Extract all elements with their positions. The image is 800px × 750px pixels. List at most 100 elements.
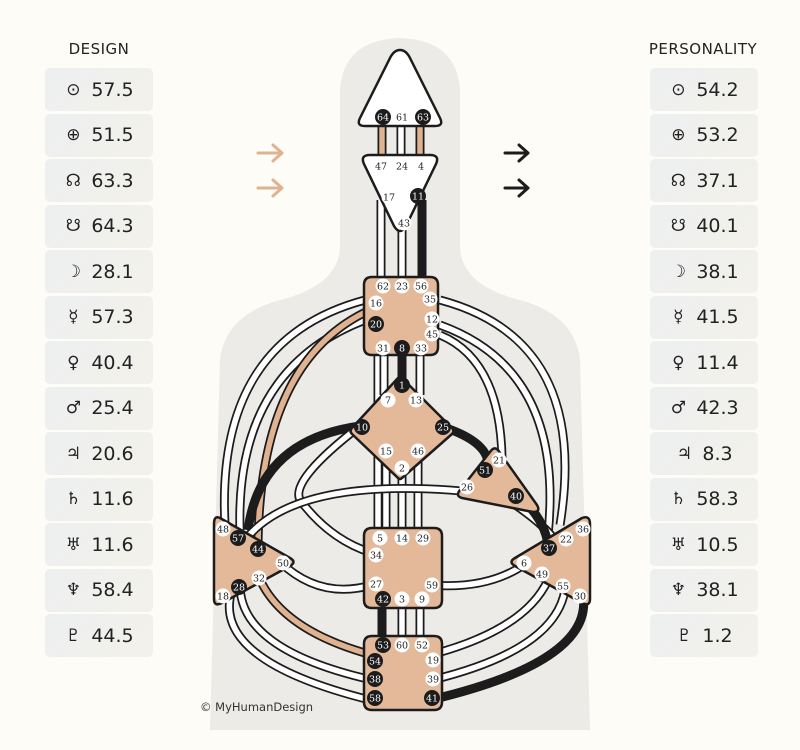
gate-label: 17 (383, 193, 395, 204)
gate-label: 43 (398, 219, 410, 230)
gate-label: 5 (377, 534, 383, 545)
gate-51: 51 (477, 462, 493, 478)
uranus-icon: ♅ (65, 534, 81, 555)
saturn-icon: ♄ (670, 489, 686, 509)
gate-label: 24 (396, 162, 408, 173)
channel-49-19 (428, 578, 553, 660)
earth-icon: ⊕ (671, 125, 686, 145)
gate-label: 30 (574, 592, 586, 603)
channel-45-21 (438, 330, 507, 459)
design-column: ⊙57.5⊕51.5☊63.3☋64.3☽28.1☿57.3♀40.4♂25.4… (45, 68, 153, 660)
personality-column: ⊙54.2⊕53.2☊37.1☋40.1☽38.1☿41.5♀11.4♂42.3… (650, 68, 758, 660)
gate-59: 59 (424, 577, 440, 593)
channel-44-26 (253, 305, 372, 546)
venus-icon: ♀ (672, 352, 685, 373)
gate-56: 56 (413, 278, 429, 294)
gate-53: 53 (375, 637, 391, 653)
gate-label: 7 (385, 396, 391, 407)
gate-line-value: 63.3 (91, 169, 134, 192)
gate-60: 60 (394, 637, 410, 653)
gate-50: 50 (275, 555, 291, 571)
gate-40: 40 (508, 488, 524, 504)
gate-line-value: 25.4 (91, 397, 134, 419)
design-south-node-card: ☋64.3 (45, 204, 153, 248)
gate-24: 24 (394, 158, 410, 174)
gate-label: 48 (217, 525, 229, 536)
gate-27: 27 (368, 576, 384, 592)
design-venus-card: ♀40.4 (45, 341, 153, 384)
design-north-node-card: ☊ 63.3 (45, 159, 153, 202)
gate-12: 12 (424, 311, 440, 327)
gate-line-value: 28.1 (91, 260, 134, 283)
moon-icon: ☽ (65, 261, 81, 282)
jupiter-icon: ♃ (676, 443, 693, 464)
design-mars-card: ♂25.4 (45, 386, 153, 430)
gate-55: 55 (555, 578, 571, 594)
gate-line-value: 11.6 (91, 488, 134, 510)
gate-line-value: 42.3 (696, 397, 739, 419)
gate-label: 2 (399, 464, 405, 475)
gate-33: 33 (413, 340, 429, 356)
gate-45: 45 (424, 326, 440, 342)
gate-5: 5 (372, 530, 388, 546)
gate-label: 27 (370, 580, 382, 591)
gate-20: 20 (368, 316, 384, 332)
gate-label: 32 (253, 574, 265, 585)
gate-63: 63 (415, 109, 431, 125)
gate-label: 53 (377, 641, 389, 652)
gate-41: 41 (424, 690, 440, 706)
north-node-icon: ☊ (65, 170, 81, 191)
gate-47: 47 (373, 158, 389, 174)
venus-icon: ♀ (67, 352, 80, 373)
mercury-icon: ☿ (68, 307, 79, 327)
gate-49: 49 (534, 566, 550, 582)
gate-line-value: 8.3 (702, 442, 733, 465)
gate-1: 1 (394, 377, 410, 393)
personality-north-node-card: ☊37.1 (650, 159, 758, 202)
south-node-icon: ☋ (670, 216, 686, 236)
center-root (362, 634, 444, 712)
gate-label: 39 (427, 675, 439, 686)
gate-36: 36 (575, 521, 591, 537)
copyright: © MyHumanDesign (200, 700, 314, 714)
north-node-icon: ☊ (670, 170, 686, 191)
mars-icon: ♂ (670, 398, 686, 418)
center-head (357, 48, 443, 128)
gate-label: 41 (426, 694, 438, 705)
gate-19: 19 (425, 652, 441, 668)
gate-38: 38 (367, 671, 383, 687)
gate-label: 59 (426, 581, 438, 592)
channel-32-54 (253, 573, 374, 660)
gate-label: 28 (233, 583, 245, 594)
gate-label: 26 (461, 483, 473, 494)
channel-55-39 (430, 589, 570, 685)
gate-line-value: 51.5 (91, 124, 134, 146)
gate-39: 39 (425, 671, 441, 687)
gate-label: 61 (396, 113, 408, 124)
design-header: DESIGN (68, 40, 130, 58)
gate-37: 37 (541, 540, 557, 556)
design-saturn-card: ♄11.6 (45, 477, 153, 521)
gate-label: 10 (356, 423, 368, 434)
gate-23: 23 (394, 278, 410, 294)
gate-6: 6 (516, 555, 532, 571)
gate-label: 51 (479, 466, 491, 477)
gate-10: 10 (354, 419, 370, 435)
gate-42: 42 (375, 591, 391, 607)
gate-61: 61 (394, 109, 410, 125)
gate-62: 62 (375, 278, 391, 294)
gate-31: 31 (375, 340, 391, 356)
personality-header: PERSONALITY (648, 40, 758, 58)
moon-icon: ☽ (670, 261, 686, 282)
neptune-icon: ♆ (65, 580, 81, 600)
gate-30: 30 (572, 588, 588, 604)
gate-label: 62 (377, 282, 389, 293)
gate-line-value: 38.1 (696, 260, 739, 283)
gate-label: 55 (557, 582, 569, 593)
gate-line-value: 40.1 (696, 215, 739, 237)
design-arrow-bottom (256, 178, 284, 198)
gate-43: 43 (396, 215, 412, 231)
gate-44: 44 (250, 541, 266, 557)
gate-label: 54 (369, 657, 381, 668)
pluto-icon: ♇ (65, 625, 81, 646)
